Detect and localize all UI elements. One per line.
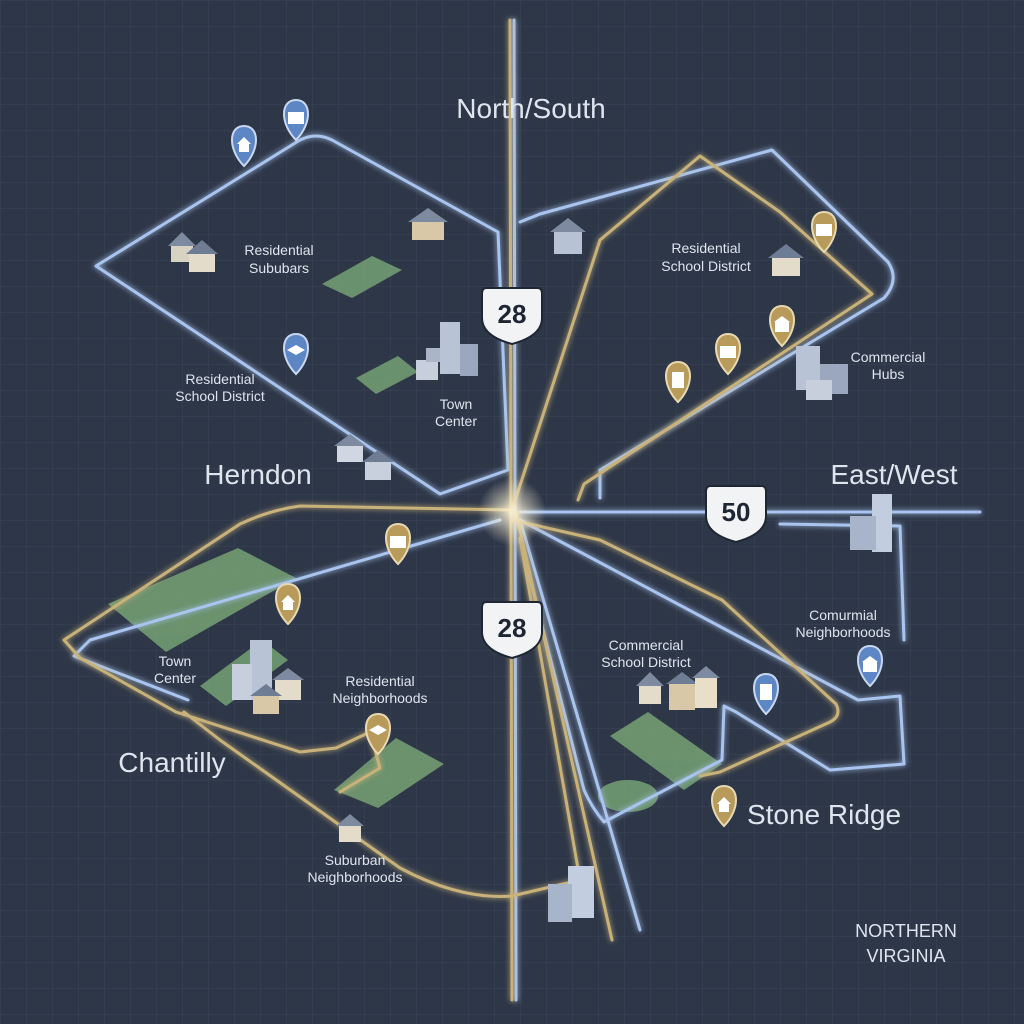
school-pin[interactable]	[283, 98, 309, 142]
route-28-south-shield[interactable]: 28	[481, 601, 543, 660]
house-icon	[334, 434, 394, 480]
graduation-cap-pin[interactable]	[365, 712, 391, 756]
house-icon	[336, 814, 364, 842]
area-label-line: Neighborhoods	[333, 690, 428, 706]
park-sw-large	[108, 548, 296, 652]
house-icon	[768, 244, 804, 276]
area-label-line: Neighborhoods	[796, 624, 891, 640]
area-label-line: Hubs	[872, 366, 905, 382]
area-label-line: Sububars	[249, 260, 309, 276]
route-50-shield[interactable]: 50	[705, 485, 767, 544]
herndon-label[interactable]: Herndon	[204, 459, 311, 490]
stone-ridge-label[interactable]: Stone Ridge	[747, 799, 901, 830]
office-building-icon	[796, 346, 848, 400]
graduation-cap-pin[interactable]	[283, 332, 309, 376]
office-pin[interactable]	[753, 672, 779, 716]
region-caption-line: NORTHERN	[855, 921, 957, 941]
park-sw-residential	[334, 738, 444, 808]
area-label-line: Center	[154, 670, 196, 686]
area-label-line: Suburban	[325, 852, 386, 868]
office-pin[interactable]	[665, 360, 691, 404]
region-caption-line: VIRGINIA	[866, 946, 945, 966]
map-pins	[231, 98, 883, 828]
office-building-icon	[416, 322, 478, 380]
bank-pin[interactable]	[769, 304, 795, 348]
area-label-line: Residential	[244, 242, 313, 258]
area-label-sw-town-center: Town Center	[154, 653, 196, 686]
area-label-line: Residential	[345, 673, 414, 689]
area-label-line: School District	[175, 388, 265, 404]
area-label-line: Residential	[185, 371, 254, 387]
gold-roads	[62, 18, 874, 1002]
area-label-line: School District	[601, 654, 691, 670]
area-label-nw-town-center: Town Center	[435, 396, 477, 429]
buildings	[168, 208, 892, 922]
office-building-icon	[850, 494, 892, 552]
area-label-line: School District	[661, 258, 751, 274]
north-south-label: North/South	[456, 93, 605, 124]
home-pin[interactable]	[711, 784, 737, 828]
area-label-line: Residential	[671, 240, 740, 256]
interchange-glow	[478, 478, 546, 546]
park-town-center	[356, 356, 418, 394]
area-label-line: Commercial	[609, 637, 684, 653]
park-areas	[108, 256, 722, 812]
area-label-sw-residential: Residential Neighborhoods	[333, 673, 428, 706]
blue-roads	[72, 18, 982, 1002]
area-label-line: Center	[435, 413, 477, 429]
house-icon	[636, 666, 720, 710]
office-building-icon	[232, 640, 304, 714]
home-pin[interactable]	[275, 582, 301, 626]
house-icon	[408, 208, 448, 240]
area-label-line: Neighborhoods	[308, 869, 403, 885]
route-28-north-label: 28	[498, 299, 527, 329]
area-label-sw-suburban: Suburban Neighborhoods	[308, 852, 403, 885]
area-label-line: Comurmial	[809, 607, 877, 623]
school-pin[interactable]	[811, 210, 837, 254]
area-label-nw-school: Residential School District	[175, 371, 265, 404]
area-label-ne-school: Residential School District	[661, 240, 751, 274]
park-nw	[322, 256, 402, 298]
route-28-south-label: 28	[498, 613, 527, 643]
area-label-nw-suburbs: Residential Sububars	[244, 242, 313, 276]
area-label-se-commercial-school: Commercial School District	[601, 637, 691, 670]
bank-pin[interactable]	[857, 644, 883, 688]
school-pin[interactable]	[385, 522, 411, 566]
home-pin[interactable]	[231, 124, 257, 168]
area-label-line: Town	[440, 396, 473, 412]
school-pin[interactable]	[715, 332, 741, 376]
area-label-line: Commercial	[851, 349, 926, 365]
chantilly-label[interactable]: Chantilly	[118, 747, 225, 778]
region-caption: NORTHERN VIRGINIA	[855, 921, 957, 966]
house-icon	[550, 218, 586, 254]
area-label-line: Town	[159, 653, 192, 669]
route-50-label: 50	[722, 497, 751, 527]
park-se-round	[598, 780, 658, 812]
area-label-ne-commercial: Commercial Hubs	[851, 349, 926, 382]
east-west-label: East/West	[830, 459, 957, 490]
park-se	[610, 712, 722, 790]
area-label-e-neighborhoods: Comurmial Neighborhoods	[796, 607, 891, 640]
route-28-north-shield[interactable]: 28	[481, 287, 543, 346]
office-building-icon	[548, 866, 594, 922]
house-icon	[168, 232, 218, 272]
